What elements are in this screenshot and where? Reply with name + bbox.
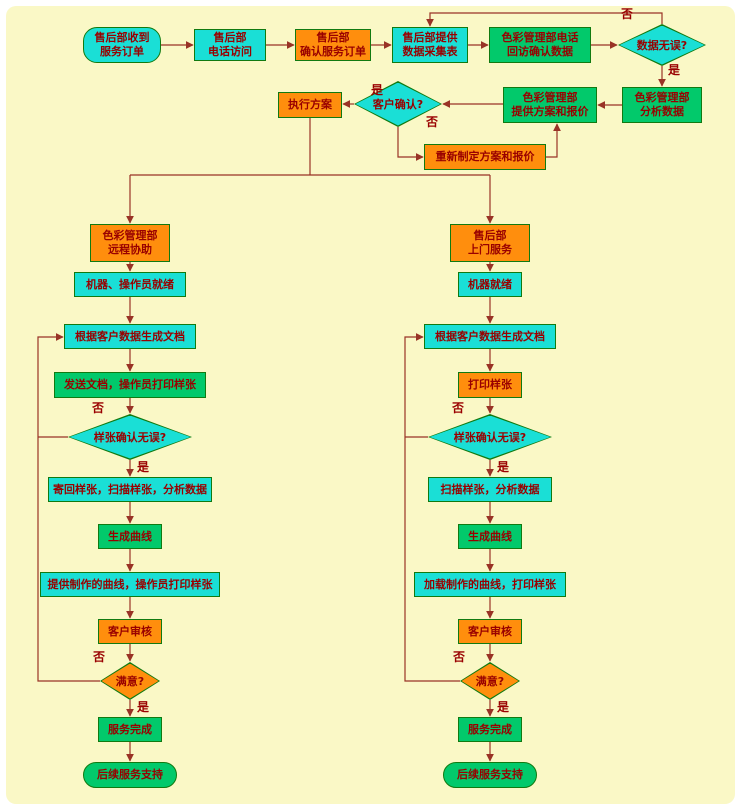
node-execute-plan: 执行方案 [278,92,342,118]
edge-label-no: 否 [453,650,466,664]
edge-label-no: 否 [621,7,634,21]
node-return-scan-analyze: 寄回样张，扫描样张，分析数据 [48,477,212,502]
node-generate-doc-right: 根据客户数据生成文档 [424,324,556,349]
node-sample-ok-decision-left: 样张确认无误? [68,414,192,460]
node-load-curve-print: 加载制作的曲线，打印样张 [414,572,566,597]
node-onsite-service: 售后部 上门服务 [450,224,530,262]
node-scan-analyze-right: 扫描样张，分析数据 [428,477,552,502]
node-data-correct-decision: 数据无误? [618,24,706,66]
node-callback-confirm-data: 色彩管理部电话 回访确认数据 [489,27,591,63]
node-generate-curve-right: 生成曲线 [458,524,522,549]
edge-label-no: 否 [426,115,439,129]
diamond-label: 数据无误? [636,39,688,52]
edge-label-no: 否 [452,401,465,415]
edge-label-yes: 是 [137,460,150,474]
edge-label-yes: 是 [371,83,384,97]
node-service-complete-left: 服务完成 [98,717,162,742]
node-remote-assist: 色彩管理部 远程协助 [90,224,170,262]
diamond-label: 满意? [115,675,145,688]
node-revise-plan-quote: 重新制定方案和报价 [424,144,546,170]
node-service-complete-right: 服务完成 [458,717,522,742]
node-send-doc-print-sample: 发送文档，操作员打印样张 [54,372,206,398]
node-customer-review-right: 客户审核 [458,619,522,644]
node-confirm-order: 售后部 确认服务订单 [295,29,371,61]
node-satisfied-decision-right: 满意? [460,662,520,700]
edge-label-yes: 是 [668,63,681,77]
node-satisfied-decision-left: 满意? [100,662,160,700]
node-sample-ok-decision-right: 样张确认无误? [428,414,552,460]
node-followup-support-right: 后续服务支持 [443,762,537,788]
node-data-collection-form: 售后部提供 数据采集表 [392,27,468,63]
diamond-label: 样张确认无误? [453,431,527,444]
diamond-label: 客户确认? [372,98,424,111]
node-customer-confirm-decision: 客户确认? [354,81,442,127]
edge-label-yes: 是 [137,700,150,714]
edge-label-no: 否 [92,401,105,415]
diamond-label: 满意? [475,675,505,688]
node-provide-plan-quote: 色彩管理部 提供方案和报价 [503,87,597,123]
node-generate-curve-left: 生成曲线 [98,524,162,549]
node-receive-order: 售后部收到 服务订单 [83,27,161,63]
node-provide-curve-print: 提供制作的曲线，操作员打印样张 [40,572,220,597]
diamond-label: 样张确认无误? [93,431,167,444]
edge-label-no: 否 [93,650,106,664]
node-analyze-data: 色彩管理部 分析数据 [622,87,702,123]
node-generate-doc-left: 根据客户数据生成文档 [64,324,196,349]
node-machine-operator-ready: 机器、操作员就绪 [74,272,186,297]
edge-label-yes: 是 [497,700,510,714]
edge-label-yes: 是 [497,460,510,474]
node-customer-review-left: 客户审核 [98,619,162,644]
node-phone-visit: 售后部 电话访问 [194,29,266,61]
node-machine-ready: 机器就绪 [458,272,522,297]
node-print-sample-right: 打印样张 [458,372,522,398]
node-followup-support-left: 后续服务支持 [83,762,177,788]
